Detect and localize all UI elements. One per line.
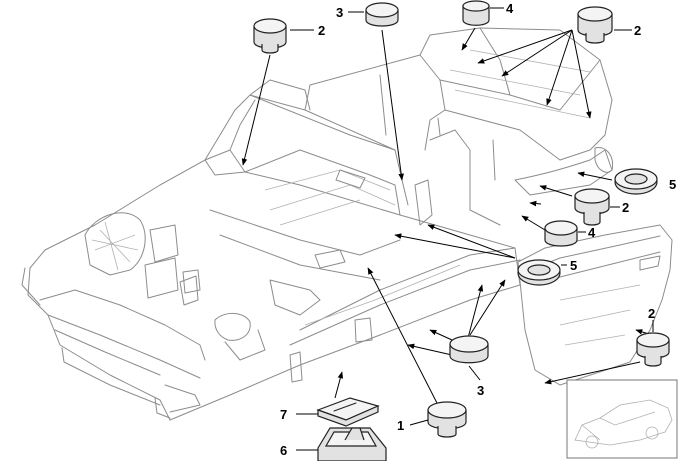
callout-4-top: 4 xyxy=(506,1,514,16)
callout-2-top-right: 2 xyxy=(634,23,641,38)
plug-part-4-right xyxy=(544,220,578,247)
callout-3-top: 3 xyxy=(336,5,343,20)
callout-5-lower: 5 xyxy=(570,258,577,273)
plug-part-2-top-right xyxy=(577,6,613,44)
car-body-shell xyxy=(21,27,614,421)
callout-2-top-left: 2 xyxy=(318,23,325,38)
grommet-part-5-upper xyxy=(614,168,658,195)
plug-part-3-lower xyxy=(449,335,489,364)
callout-6: 6 xyxy=(280,443,287,458)
callout-2-door: 2 xyxy=(648,306,655,321)
callout-7: 7 xyxy=(280,407,287,422)
vehicle-reference-thumbnail xyxy=(566,379,678,459)
callout-4-right: 4 xyxy=(588,225,596,240)
callout-2-right: 2 xyxy=(622,200,629,215)
leader-arrows xyxy=(241,27,653,406)
callout-5-upper: 5 xyxy=(669,177,676,192)
mount-part-6 xyxy=(317,427,387,461)
pad-part-7 xyxy=(316,397,380,427)
callout-3-lower: 3 xyxy=(477,383,484,398)
plug-part-1 xyxy=(427,401,467,438)
plug-part-3-top xyxy=(365,2,399,27)
callout-labels: 2 3 4 2 5 2 4 5 2 3 1 7 6 xyxy=(280,1,676,458)
plug-part-4-top xyxy=(462,0,490,26)
plug-part-2-top-left xyxy=(253,18,287,54)
grommet-part-5-lower xyxy=(517,259,561,286)
callout-1: 1 xyxy=(397,418,404,433)
plug-part-2-right xyxy=(574,188,610,226)
plug-part-2-door xyxy=(636,332,670,367)
